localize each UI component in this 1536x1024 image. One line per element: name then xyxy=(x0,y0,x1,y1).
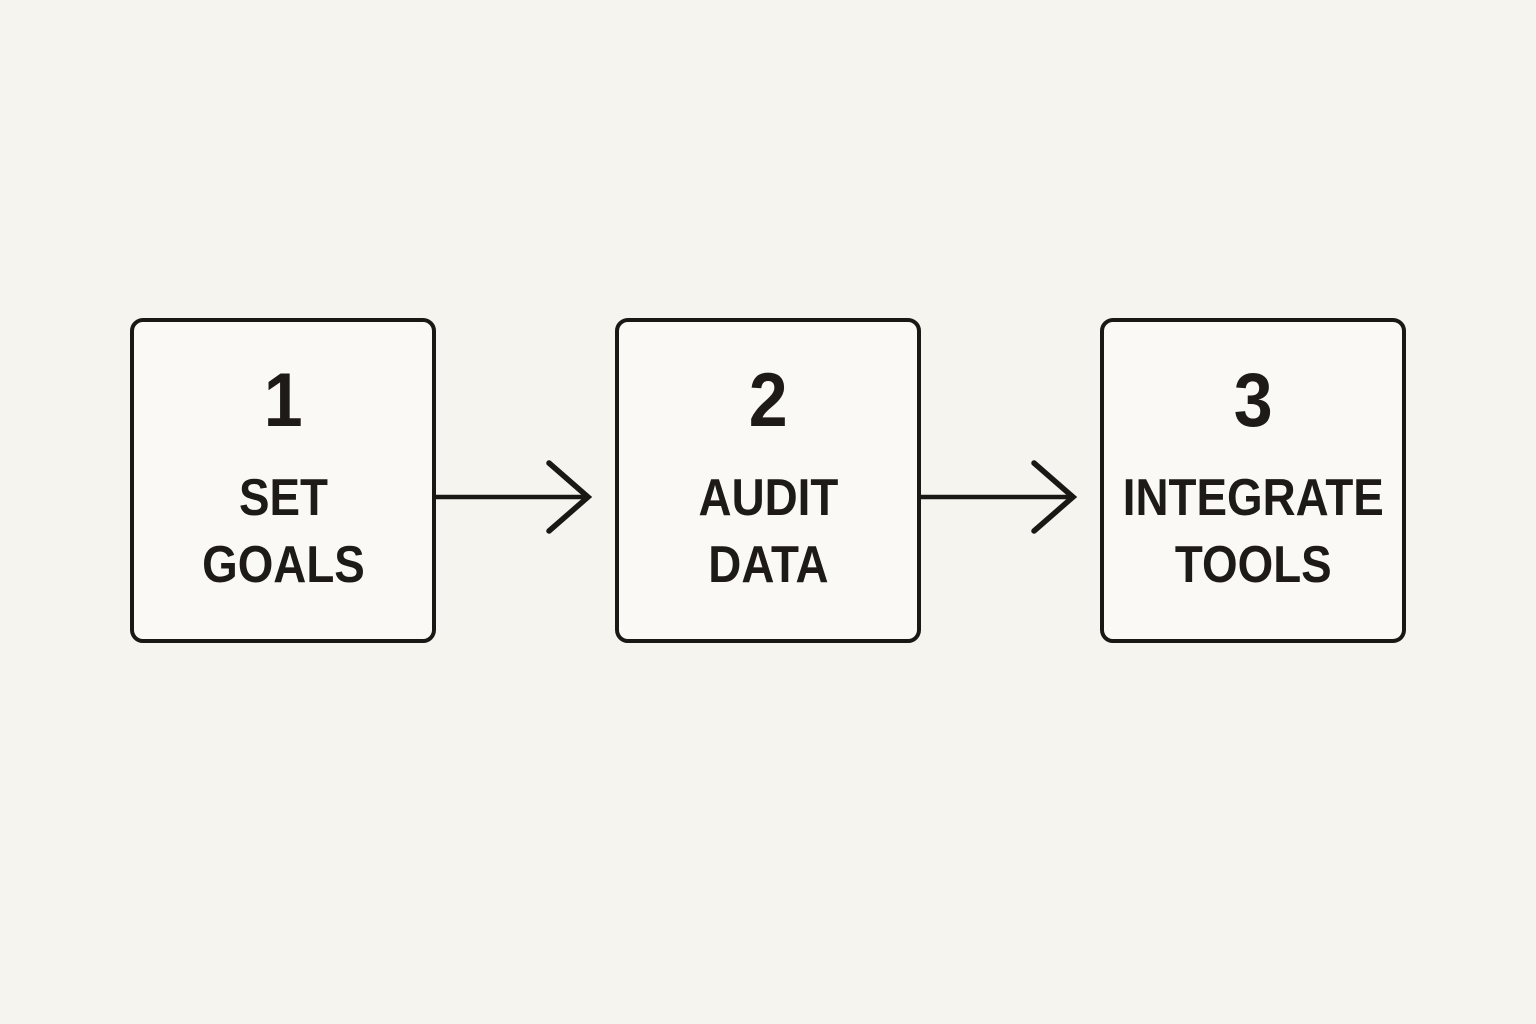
step-label-line-2: GOALS xyxy=(201,535,365,594)
step-box-integrate-tools: 3 INTEGRATE TOOLS xyxy=(1100,318,1406,643)
step-number: 3 xyxy=(1233,357,1273,443)
step-label-line-1: INTEGRATE xyxy=(1122,468,1384,527)
step-box-audit-data: 2 AUDIT DATA xyxy=(615,318,921,643)
steps-row: 1 SET GOALS 2 AUDIT DATA 3 INTEGRATE TOO… xyxy=(130,318,1406,643)
step-label: AUDIT DATA xyxy=(698,465,838,599)
step-number: 1 xyxy=(263,357,303,443)
step-label-line-1: SET xyxy=(238,468,328,527)
step-box-set-goals: 1 SET GOALS xyxy=(130,318,436,643)
step-number: 2 xyxy=(748,357,788,443)
step-label: SET GOALS xyxy=(202,465,365,599)
step-label: INTEGRATE TOOLS xyxy=(1122,465,1383,599)
step-label-line-2: TOOLS xyxy=(1174,535,1332,594)
step-label-line-2: DATA xyxy=(707,535,829,594)
step-label-line-1: AUDIT xyxy=(698,468,838,527)
